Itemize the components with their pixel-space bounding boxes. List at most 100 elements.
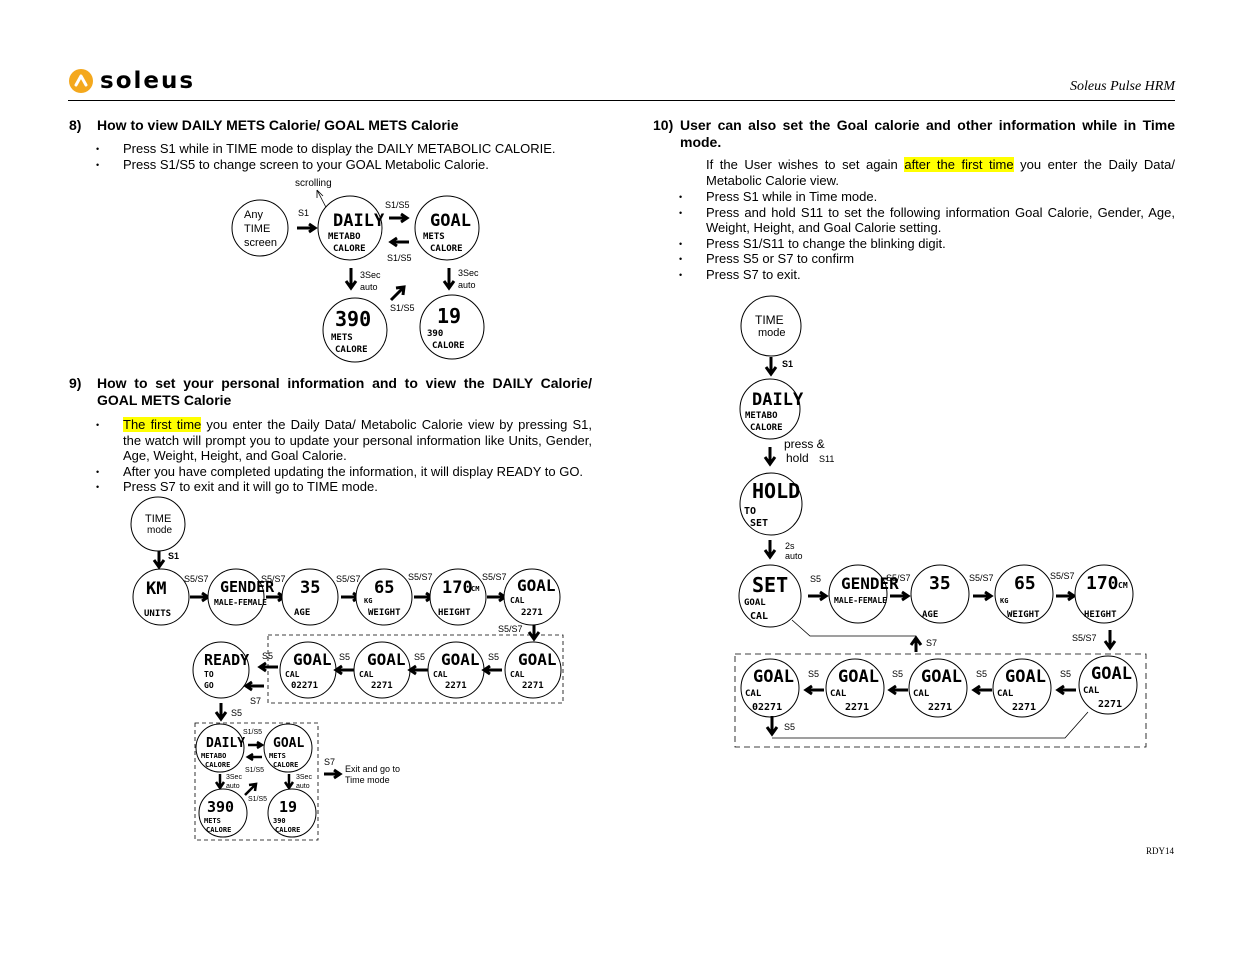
left-arrow-icon: [887, 684, 908, 696]
svg-text:GOAL: GOAL: [293, 650, 332, 669]
left-arrow-icon: [803, 684, 824, 696]
svg-text:KG: KG: [364, 597, 372, 605]
svg-text:S5: S5: [976, 669, 987, 679]
watch-goal-calorie: GOAL CAL 2271: [503, 568, 561, 626]
watch-weight: 65 KG WEIGHT: [994, 564, 1054, 624]
svg-text:390: 390: [335, 307, 371, 331]
svg-text:S1: S1: [168, 551, 179, 561]
section-10-heading: 10) User can also set the Goal calorie a…: [653, 117, 1175, 150]
watch-goal-cal-02271: GOAL CAL 02271: [279, 641, 337, 699]
svg-text:2271: 2271: [845, 702, 869, 713]
svg-text:UNITS: UNITS: [144, 609, 171, 619]
svg-text:CAL: CAL: [1083, 686, 1100, 696]
svg-text:TIME: TIME: [145, 513, 171, 525]
watch-goal-cal-2271: GOAL CAL 2271: [908, 658, 968, 718]
left-arrow-icon: [481, 664, 502, 676]
svg-text:CAL: CAL: [510, 670, 525, 679]
svg-text:S5: S5: [892, 669, 903, 679]
svg-text:S5: S5: [262, 651, 273, 661]
section-8-diagram: scrolling Any TIME screen S1 DAILY METAB…: [231, 178, 485, 363]
down-arrow-icon: [214, 703, 228, 722]
watch-ready-to-go: READY TO GO: [192, 641, 250, 699]
svg-text:CAL: CAL: [913, 689, 930, 699]
svg-text:S1/S5: S1/S5: [245, 767, 264, 774]
watch-gender: GENDER MALE-FEMALE: [207, 568, 275, 626]
svg-text:CAL: CAL: [433, 670, 448, 679]
svg-text:TO: TO: [744, 506, 756, 517]
svg-text:GOAL: GOAL: [753, 667, 794, 687]
svg-text:GOAL: GOAL: [838, 667, 879, 687]
svg-text:S5: S5: [1060, 669, 1071, 679]
right-arrow-icon: [1056, 590, 1077, 602]
down-arrow-icon: [344, 268, 358, 291]
svg-text:CALORE: CALORE: [432, 341, 465, 351]
svg-text:S5: S5: [810, 574, 821, 584]
svg-text:S5: S5: [414, 652, 425, 662]
document-title: Soleus Pulse HRM: [1070, 79, 1175, 94]
svg-text:HOLD: HOLD: [752, 479, 800, 503]
svg-text:CAL: CAL: [997, 689, 1014, 699]
svg-text:METABO: METABO: [201, 752, 226, 760]
section-8-title: How to view DAILY METS Calorie/ GOAL MET…: [97, 117, 459, 133]
svg-text:KG: KG: [1000, 597, 1008, 605]
right-arrow-icon: [190, 591, 211, 603]
up-right-arrow-icon: [244, 782, 258, 796]
svg-text:19: 19: [279, 798, 297, 816]
svg-text:2271: 2271: [522, 681, 544, 691]
svg-text:SET: SET: [750, 518, 768, 529]
svg-text:CALORE: CALORE: [750, 423, 783, 433]
svg-text:HEIGHT: HEIGHT: [438, 608, 471, 618]
svg-text:METS: METS: [331, 333, 353, 343]
svg-text:S5/S7: S5/S7: [184, 574, 209, 584]
right-arrow-icon: [973, 590, 994, 602]
right-arrow-icon: [890, 590, 911, 602]
svg-text:Any: Any: [244, 209, 263, 221]
watch-time-mode: TIME mode: [130, 496, 186, 552]
down-arrow-icon: [152, 551, 166, 570]
svg-text:GOAL: GOAL: [1091, 664, 1132, 684]
svg-text:auto: auto: [785, 551, 803, 561]
svg-text:METABO: METABO: [328, 232, 361, 242]
highlighted-text: The first time: [123, 417, 202, 432]
svg-text:35: 35: [929, 573, 951, 594]
right-arrow-icon: [487, 591, 508, 603]
watch-goal-cal-2271: GOAL CAL 2271: [504, 641, 562, 699]
svg-text:DAILY: DAILY: [206, 736, 245, 751]
svg-text:S5: S5: [784, 722, 795, 732]
svg-text:CALORE: CALORE: [335, 345, 368, 355]
svg-text:GOAL: GOAL: [1005, 667, 1046, 687]
left-arrow-icon: [245, 752, 262, 762]
footer-code: RDY14: [1145, 846, 1174, 856]
s1-label: S1: [298, 208, 309, 218]
watch-daily-metabo: DAILY METABO CALORE: [195, 723, 245, 773]
watch-goal-cal-2271: GOAL CAL 2271: [1078, 655, 1138, 715]
watch-goal-mets: GOAL METS CALORE: [414, 195, 480, 261]
right-arrow-icon: [248, 740, 265, 750]
svg-text:screen: screen: [244, 237, 277, 249]
list-item: Press S7 to exit.: [679, 267, 1175, 283]
svg-text:METS: METS: [204, 817, 221, 825]
svg-text:3Sec: 3Sec: [458, 268, 479, 278]
svg-text:GOAL: GOAL: [273, 736, 304, 751]
svg-text:S5: S5: [488, 652, 499, 662]
svg-text:press &: press &: [784, 437, 825, 451]
svg-text:390: 390: [427, 329, 443, 339]
svg-text:mode: mode: [758, 327, 786, 339]
svg-text:GOAL: GOAL: [921, 667, 962, 687]
watch-age: 35 AGE: [910, 564, 970, 624]
svg-text:CALORE: CALORE: [206, 826, 231, 834]
down-arrow-icon: [764, 357, 778, 377]
list-item: Press S7 to exit and it will go to TIME …: [96, 479, 592, 495]
section-9-heading: 9) How to set your personal information …: [69, 375, 592, 408]
soleus-logo-icon: [69, 69, 93, 93]
svg-text:S5/S7: S5/S7: [969, 573, 994, 583]
watch-units-km: KM UNITS: [132, 568, 190, 626]
svg-text:CALORE: CALORE: [430, 244, 463, 254]
svg-text:TIME: TIME: [755, 313, 784, 327]
right-arrow-icon: [389, 212, 410, 224]
watch-daily-metabo: DAILY METABO CALORE: [739, 378, 804, 440]
svg-text:GOAL: GOAL: [441, 650, 480, 669]
svg-text:2271: 2271: [928, 702, 952, 713]
section-10-bullets: Press S1 while in Time mode. Press and h…: [679, 189, 1175, 282]
list-item: Press S5 or S7 to confirm: [679, 251, 1175, 267]
